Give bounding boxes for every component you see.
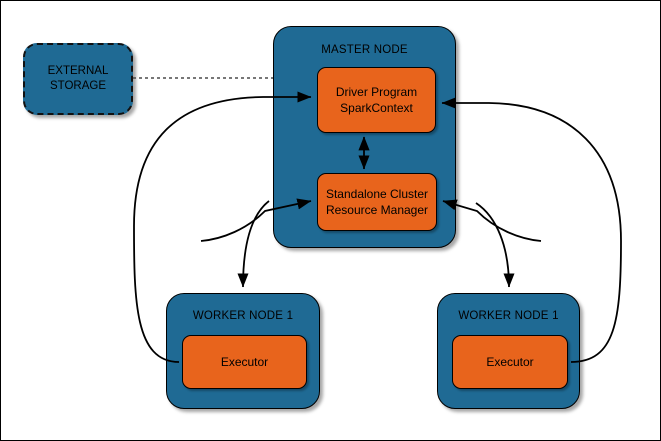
- worker-node-1-label: WORKER NODE 1: [192, 310, 294, 322]
- external-storage-label: EXTERNAL STORAGE: [47, 65, 109, 92]
- worker-node-2-executor-box[interactable]: Executor: [452, 335, 568, 389]
- worker-node-1-executor-box[interactable]: Executor: [182, 335, 307, 389]
- standalone-cluster-resource-manager-box[interactable]: Standalone Cluster Resource Manager: [317, 173, 437, 231]
- external-storage-node[interactable]: EXTERNAL STORAGE: [23, 43, 133, 115]
- worker-node-2-label: WORKER NODE 1: [458, 310, 559, 322]
- driver-program-sparkcontext-box[interactable]: Driver Program SparkContext: [317, 67, 436, 133]
- master-node-label: MASTER NODE: [321, 44, 408, 56]
